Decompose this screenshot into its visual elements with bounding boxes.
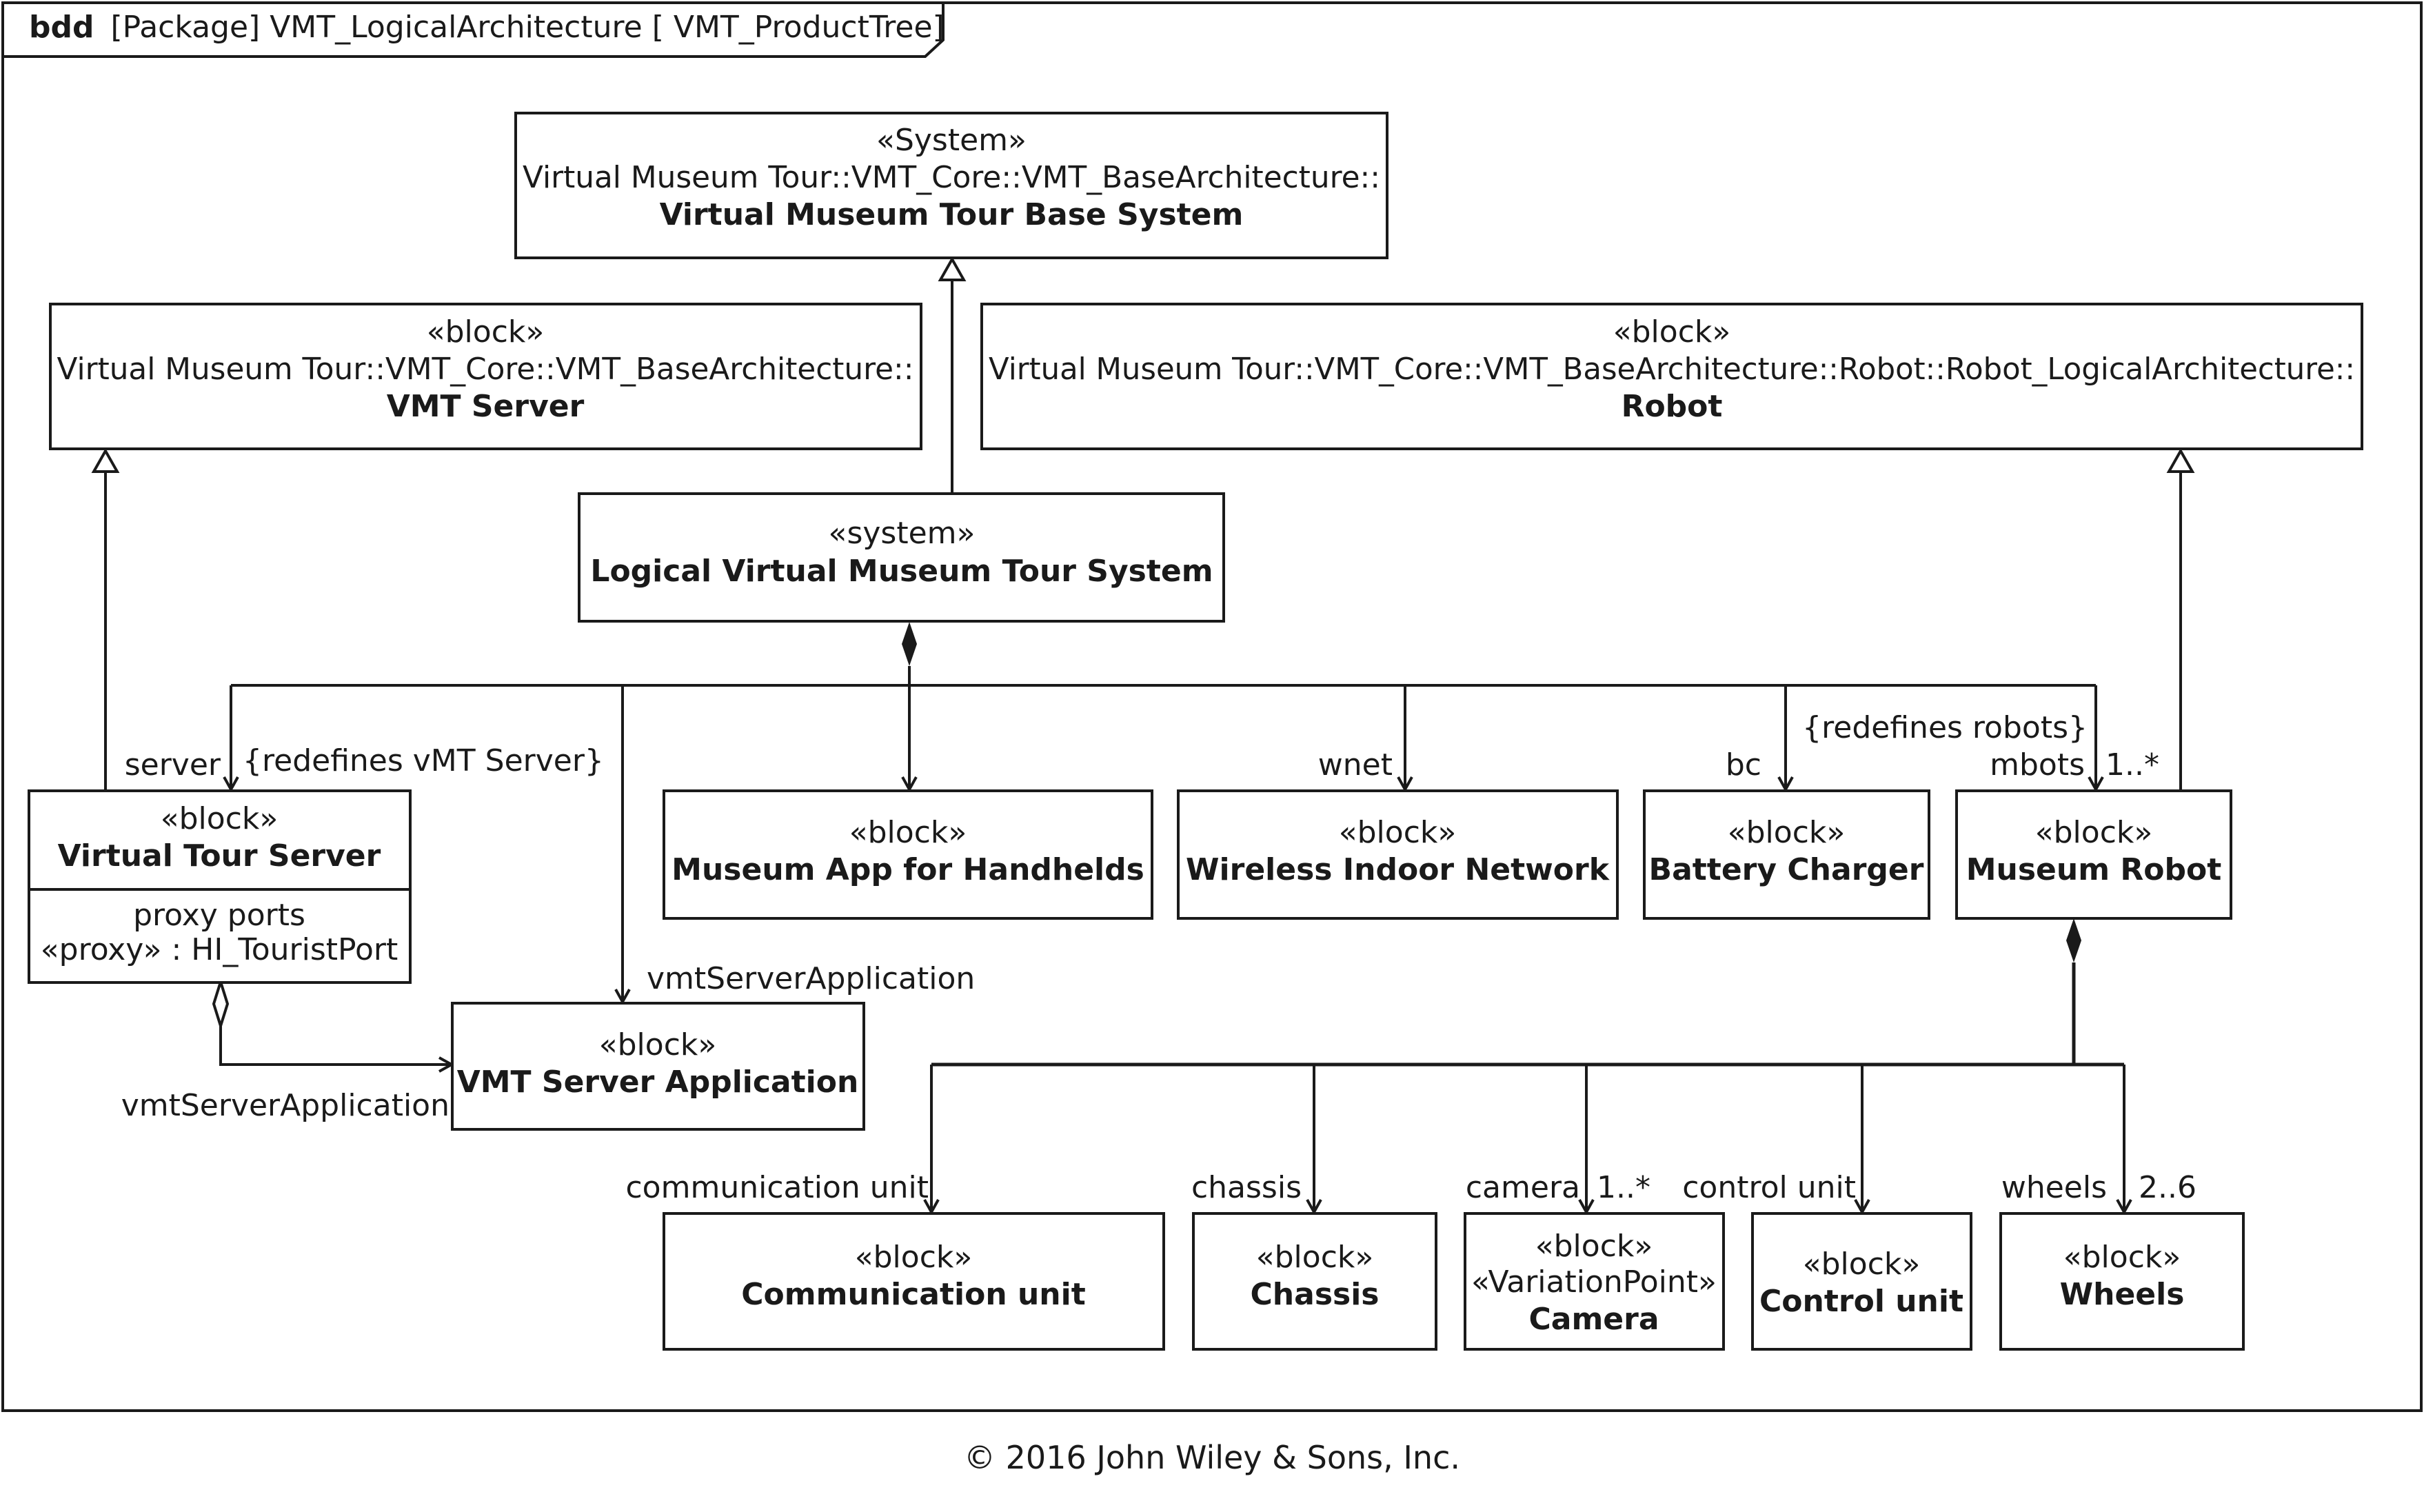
compartment-item: «proxy» : HI_TouristPort: [41, 932, 398, 967]
block-name: Wheels: [2060, 1277, 2185, 1312]
block-wireless-network[interactable]: «block» Wireless Indoor Network: [1177, 789, 1619, 920]
block-stereotype: «block»: [1613, 314, 1731, 350]
block-stereotype: «block»: [1803, 1247, 1921, 1282]
block-wheels[interactable]: «block» Wheels: [1999, 1212, 2245, 1351]
block-stereotype: «block»: [599, 1027, 717, 1062]
frame-title: [Package] VMT_LogicalArchitecture [ VMT_…: [111, 10, 945, 45]
block-name: Virtual Tour Server: [58, 838, 381, 874]
copyright-notice: © 2016 John Wiley & Sons, Inc.: [964, 1439, 1460, 1476]
role-communication-unit: communication unit: [625, 1170, 929, 1205]
block-qualifier: Virtual Museum Tour::VMT_Core::VMT_BaseA…: [57, 352, 914, 387]
block-stereotype-variation-point: «VariationPoint»: [1471, 1264, 1717, 1300]
generalization-triangle: [91, 447, 120, 473]
block-virtual-tour-server[interactable]: «block» Virtual Tour Server proxy ports …: [28, 789, 412, 984]
block-stereotype: «block»: [1728, 815, 1846, 850]
role-vmtserverapplication-left: vmtServerApplication: [121, 1088, 450, 1123]
role-wheels-multiplicity: 2..6: [2139, 1170, 2196, 1205]
frame-keyword: bdd: [29, 10, 94, 45]
aggregation-diamond: [212, 977, 230, 1031]
block-museum-app[interactable]: «block» Museum App for Handhelds: [663, 789, 1153, 920]
block-name: Chassis: [1251, 1277, 1380, 1312]
block-stereotype: «block»: [161, 801, 279, 836]
block-museum-robot[interactable]: «block» Museum Robot: [1955, 789, 2232, 920]
block-name: Robot: [1622, 389, 1723, 424]
block-stereotype: «block»: [1535, 1229, 1653, 1264]
block-control-unit[interactable]: «block» Control unit: [1751, 1212, 1972, 1351]
role-server: server: [125, 747, 221, 783]
block-vmt-server-application[interactable]: «block» VMT Server Application: [451, 1002, 865, 1131]
block-name: Battery Charger: [1649, 852, 1924, 887]
composition-diamond: [902, 622, 917, 666]
block-name: Camera: [1528, 1302, 1659, 1337]
compartment-title: proxy ports: [133, 898, 305, 933]
role-chassis: chassis: [1191, 1170, 1302, 1205]
frame-tab: [3, 3, 945, 58]
block-name: VMT Server: [387, 389, 585, 424]
diagram-frame: [1, 1, 2423, 1412]
block-vmt-server[interactable]: «block» Virtual Museum Tour::VMT_Core::V…: [49, 303, 922, 450]
role-mbots-multiplicity: 1..*: [2105, 747, 2159, 783]
block-chassis[interactable]: «block» Chassis: [1192, 1212, 1437, 1351]
role-camera: camera: [1466, 1170, 1580, 1205]
block-qualifier: Virtual Museum Tour::VMT_Core::VMT_BaseA…: [523, 160, 1380, 195]
block-robot[interactable]: «block» Virtual Museum Tour::VMT_Core::V…: [980, 303, 2363, 450]
role-mbots: mbots: [1990, 747, 2085, 783]
block-stereotype: «System»: [876, 123, 1027, 158]
block-stereotype: «block»: [427, 314, 545, 350]
block-stereotype: «block»: [1339, 815, 1457, 850]
block-name: Museum App for Handhelds: [671, 852, 1144, 887]
block-name: Control unit: [1759, 1284, 1963, 1319]
block-name: Museum Robot: [1966, 852, 2222, 887]
block-stereotype: «block»: [1256, 1240, 1374, 1275]
block-name: Virtual Museum Tour Base System: [660, 197, 1244, 232]
role-wnet: wnet: [1318, 747, 1393, 783]
block-name: Logical Virtual Museum Tour System: [590, 554, 1213, 589]
block-name: VMT Server Application: [457, 1065, 859, 1100]
role-server-redefines: {redefines vMT Server}: [243, 743, 604, 778]
block-name: Communication unit: [741, 1277, 1085, 1312]
block-logical-system[interactable]: «system» Logical Virtual Museum Tour Sys…: [578, 492, 1225, 623]
block-communication-unit[interactable]: «block» Communication unit: [663, 1212, 1165, 1351]
block-qualifier: Virtual Museum Tour::VMT_Core::VMT_BaseA…: [989, 352, 2355, 387]
role-camera-multiplicity: 1..*: [1597, 1170, 1650, 1205]
role-robots-redefines: {redefines robots}: [1802, 710, 2088, 745]
block-name: Wireless Indoor Network: [1186, 852, 1610, 887]
role-vmtserverapplication-top: vmtServerApplication: [647, 961, 975, 996]
block-stereotype: «system»: [829, 516, 976, 551]
block-stereotype: «block»: [849, 815, 967, 850]
block-stereotype: «block»: [2063, 1240, 2181, 1275]
generalization-triangle: [2166, 447, 2195, 473]
aggregation-to-serverapp: [219, 1026, 455, 1073]
generalization-triangle: [938, 256, 967, 281]
role-wheels: wheels: [2001, 1170, 2107, 1205]
composition-diamond-robot: [2066, 918, 2081, 962]
block-base-system[interactable]: «System» Virtual Museum Tour::VMT_Core::…: [514, 112, 1388, 259]
block-stereotype: «block»: [2035, 815, 2153, 850]
role-bc: bc: [1726, 747, 1761, 783]
role-control-unit: control unit: [1682, 1170, 1856, 1205]
block-battery-charger[interactable]: «block» Battery Charger: [1643, 789, 1930, 920]
block-camera[interactable]: «block» «VariationPoint» Camera: [1464, 1212, 1725, 1351]
block-stereotype: «block»: [855, 1240, 973, 1275]
frame-header: bdd [Package] VMT_LogicalArchitecture [ …: [29, 10, 945, 45]
